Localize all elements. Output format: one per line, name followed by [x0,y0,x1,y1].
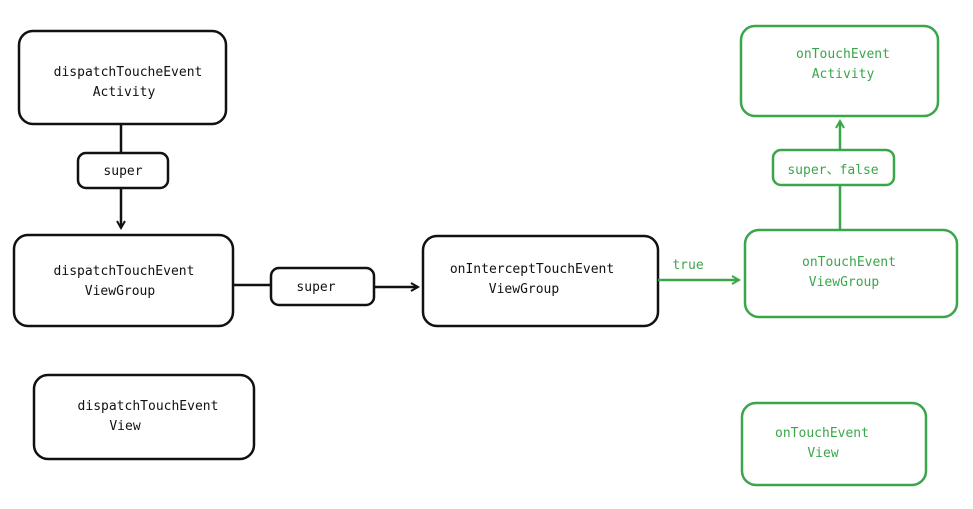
node-intercept-viewgroup-method: onInterceptTouchEvent [450,262,614,277]
edge-viewgroup-to-intercept-label: super [296,280,335,295]
node-intercept-viewgroup: onInterceptTouchEvent ViewGroup [421,234,660,328]
edge-label-box [76,151,170,190]
edge-viewgroup-to-intercept: super [233,266,418,307]
node-ontouch-view-method: onTouchEvent [775,426,869,441]
node-ontouch-activity-method: onTouchEvent [796,47,890,62]
node-ontouch-viewgroup: onTouchEvent ViewGroup [743,228,959,319]
node-dispatch-view-method: dispatchTouchEvent [78,399,219,414]
node-dispatch-viewgroup: dispatchTouchEvent ViewGroup [12,233,235,328]
node-ontouch-view-class: View [807,446,838,461]
edge-activity-to-viewgroup: super [76,124,170,228]
node-dispatch-activity-method: dispatchToucheEvent [54,65,203,80]
edge-activity-to-viewgroup-label: super [103,164,142,179]
edge-intercept-to-ontouch: true [658,258,739,280]
node-dispatch-view-class: View [109,419,140,434]
node-dispatch-viewgroup-class: ViewGroup [85,284,156,299]
node-ontouch-activity-class: Activity [812,67,875,82]
node-ontouch-viewgroup-class: ViewGroup [809,275,880,290]
node-dispatch-activity: dispatchToucheEvent Activity [17,29,228,126]
edge-intercept-to-ontouch-label: true [672,258,703,273]
node-ontouch-view: onTouchEvent View [740,401,928,487]
edge-ontouch-viewgroup-to-activity-label: super、false [787,163,878,178]
edge-label-box [771,148,896,187]
edge-label-box [269,266,376,307]
edge-ontouch-viewgroup-to-activity: super、false [771,121,896,229]
node-ontouch-viewgroup-method: onTouchEvent [802,255,896,270]
node-dispatch-activity-class: Activity [93,85,156,100]
node-intercept-viewgroup-class: ViewGroup [489,282,560,297]
node-dispatch-view: dispatchTouchEvent View [32,373,256,461]
node-ontouch-activity: onTouchEvent Activity [739,24,940,118]
node-dispatch-viewgroup-method: dispatchTouchEvent [54,264,195,279]
